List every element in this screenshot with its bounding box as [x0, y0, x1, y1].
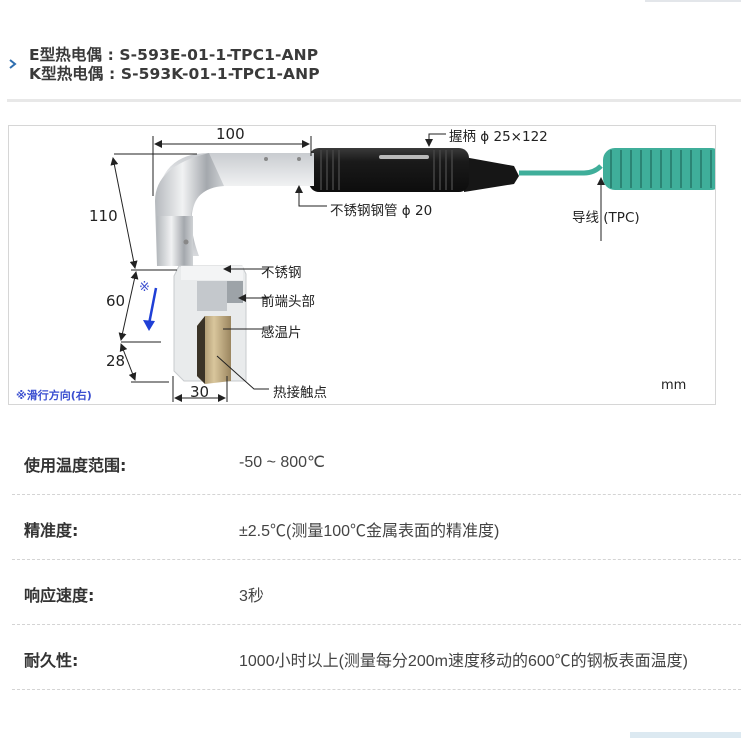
note-mark: ※: [139, 280, 150, 295]
dimension-horizontal: 100: [216, 125, 245, 143]
callout-hot-junction: 热接触点: [273, 385, 327, 401]
handle: [309, 148, 469, 192]
spec-value: -50 ~ 800℃: [239, 454, 326, 471]
model-list: E型热电偶 : S-593E-01-1-TPC1-ANP K型热电偶 : S-5…: [29, 46, 320, 84]
spec-row-response-speed: 响应速度: 3秒: [12, 560, 741, 625]
model-separator: :: [103, 65, 121, 83]
model-code: S-593E-01-1-TPC1-ANP: [119, 46, 319, 64]
spec-value: 3秒: [239, 588, 264, 605]
spec-table: 使用温度范围: -50 ~ 800℃ 精准度: ±2.5℃(测量100℃金属表面…: [12, 430, 741, 690]
spec-label: 响应速度:: [24, 586, 95, 605]
dimension-head-lower: 28: [106, 352, 126, 370]
bottom-decoration-bar: [630, 732, 741, 738]
spec-value: 1000小时以上(测量每分200m速度移动的600℃的钢板表面温度): [239, 653, 688, 670]
chevron-right-icon: [9, 59, 17, 69]
spec-value: ±2.5℃(测量100℃金属表面的精准度): [239, 523, 500, 540]
callout-front-head: 前端头部: [261, 294, 315, 310]
callout-sensor-plate: 感温片: [261, 325, 302, 341]
dimension-head-upper: 60: [106, 292, 126, 310]
spec-row-durability: 耐久性: 1000小时以上(测量每分200m速度移动的600℃的钢板表面温度): [12, 625, 741, 690]
top-decoration-bar: [645, 0, 741, 2]
model-separator: :: [102, 46, 120, 64]
model-code: S-593K-01-1-TPC1-ANP: [120, 65, 320, 83]
dimension-vertical-main: 110: [89, 207, 118, 225]
dimension-head-width: 30: [190, 383, 210, 401]
model-header: E型热电偶 : S-593E-01-1-TPC1-ANP K型热电偶 : S-5…: [0, 44, 741, 100]
model-type: E型热电偶: [29, 46, 103, 64]
callout-stainless: 不锈钢: [261, 265, 302, 281]
coiled-cable: [603, 148, 715, 190]
slide-direction-note: ※滑行方向(右): [16, 389, 92, 402]
spec-label: 耐久性:: [24, 651, 79, 670]
callout-tube: 不锈钢钢管 ϕ 20: [330, 203, 433, 219]
product-diagram: ※: [8, 125, 716, 405]
spec-label: 精准度:: [24, 521, 79, 540]
probe-head: [173, 265, 247, 384]
spec-row-accuracy: 精准度: ±2.5℃(测量100℃金属表面的精准度): [12, 495, 741, 560]
callout-grip: 握柄 ϕ 25×122: [449, 129, 548, 145]
model-line-k: K型热电偶 : S-593K-01-1-TPC1-ANP: [29, 65, 320, 84]
slide-direction-arrow-icon: [143, 320, 155, 331]
spec-label: 使用温度范围:: [24, 456, 127, 475]
model-line-e: E型热电偶 : S-593E-01-1-TPC1-ANP: [29, 46, 320, 65]
unit-label: mm: [661, 378, 687, 393]
probe-illustration: ※: [110, 133, 715, 402]
spec-row-temperature-range: 使用温度范围: -50 ~ 800℃: [12, 430, 741, 495]
model-type: K型热电偶: [29, 65, 104, 83]
header-divider: [7, 99, 741, 102]
callout-lead: 导线 (TPC): [572, 210, 640, 226]
